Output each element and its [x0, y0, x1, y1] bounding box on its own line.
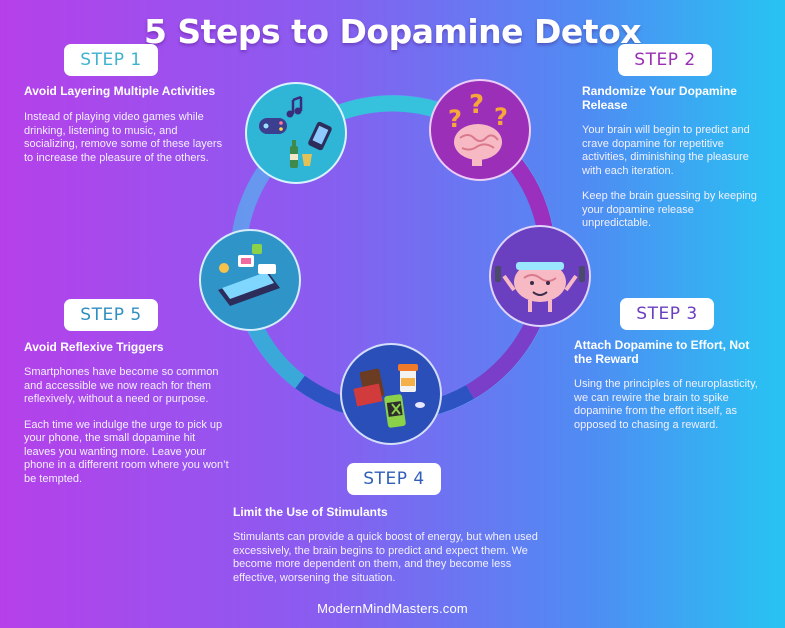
- brain-question-marks-icon: ? ? ?: [448, 90, 508, 166]
- step3-body: Using the principles of neuroplasticity,…: [574, 378, 764, 444]
- step3-paragraph: Using the principles of neuroplasticity,…: [574, 378, 758, 431]
- step2-badge: STEP 2: [618, 44, 712, 76]
- step5-body: Smartphones have become so common and ac…: [24, 366, 230, 498]
- step5-badge: STEP 5: [64, 299, 158, 331]
- step2-paragraph-2: Keep the brain guessing by keeping your …: [582, 190, 757, 229]
- step1-node: [245, 82, 347, 184]
- step5-paragraph-2: Each time we indulge the urge to pick up…: [24, 418, 229, 485]
- step4-paragraph: Stimulants can provide a quick boost of …: [233, 531, 538, 584]
- step5-paragraph-1: Smartphones have become so common and ac…: [24, 366, 219, 405]
- svg-text:?: ?: [469, 90, 484, 120]
- step3-badge: STEP 3: [620, 298, 714, 330]
- step1-heading: Avoid Layering Multiple Activities: [24, 84, 216, 98]
- step4-heading: Limit the Use of Stimulants: [233, 505, 388, 519]
- step2-body: Your brain will begin to predict and cra…: [582, 124, 762, 243]
- svg-text:?: ?: [448, 105, 462, 133]
- footer-website: ModernMindMasters.com: [317, 601, 468, 616]
- step4-body: Stimulants can provide a quick boost of …: [233, 531, 553, 597]
- chocolate-pills-energy-drink-icon: [353, 364, 425, 428]
- step1-paragraph: Instead of playing video games while dri…: [24, 111, 223, 164]
- step1-badge: STEP 1: [64, 44, 158, 76]
- step2-paragraph-1: Your brain will begin to predict and cra…: [582, 124, 750, 177]
- step1-body: Instead of playing video games while dri…: [24, 111, 224, 177]
- step2-heading: Randomize Your Dopamine Release: [582, 84, 737, 112]
- page-title: 5 Steps to Dopamine Detox: [143, 12, 642, 51]
- step4-badge: STEP 4: [347, 463, 441, 495]
- smartphone-notifications-icon: [218, 244, 280, 306]
- gamepad-music-phone-drinks-icon: [259, 95, 332, 168]
- step5-heading: Avoid Reflexive Triggers: [24, 340, 164, 354]
- brain-lifting-weights-icon: [495, 262, 585, 312]
- svg-text:?: ?: [494, 103, 508, 131]
- step3-heading: Attach Dopamine to Effort, Not the Rewar…: [574, 338, 750, 366]
